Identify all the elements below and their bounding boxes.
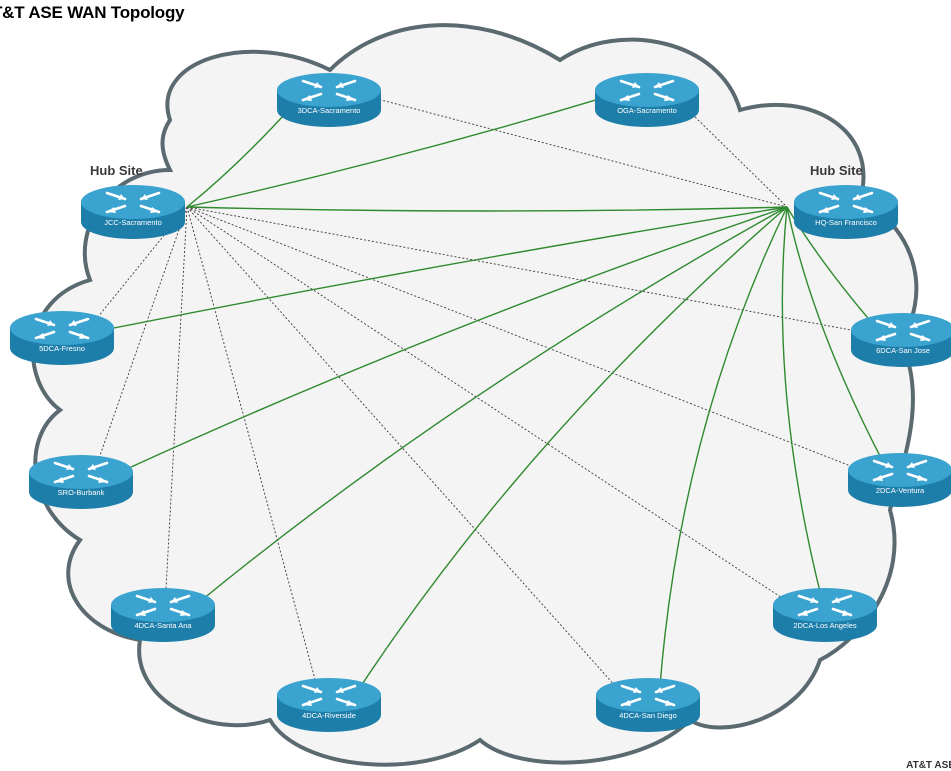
green-link — [186, 96, 605, 208]
dotted-link — [186, 206, 859, 470]
hub-site-label: Hub Site — [90, 163, 143, 178]
router-node[interactable]: HQ-San Francisco — [794, 185, 898, 239]
router-icon — [301, 684, 357, 707]
green-link — [786, 206, 884, 462]
router-label: OGA-Sacramento — [617, 106, 677, 115]
router-node[interactable]: 4DCA-Riverside — [277, 678, 381, 732]
router-label: 3DCA-Sacramento — [298, 106, 361, 115]
wan-cloud — [31, 23, 919, 767]
router-node[interactable]: JCC-Sacramento — [81, 185, 185, 239]
router-top — [10, 311, 114, 345]
router-node[interactable]: 4DCA-Santa Ana — [111, 588, 215, 642]
router-icon — [818, 191, 874, 214]
router-icon — [34, 317, 90, 340]
router-top — [277, 73, 381, 107]
dotted-link — [186, 206, 318, 686]
router-top — [277, 678, 381, 712]
green-link — [121, 206, 788, 472]
router-label: SRO-Burbank — [58, 488, 105, 497]
router-node[interactable]: OGA-Sacramento — [595, 73, 699, 127]
router-icon — [620, 684, 676, 707]
router-top — [29, 455, 133, 489]
green-link — [358, 206, 788, 690]
router-label: 4DCA-San Diego — [619, 711, 677, 720]
router-top — [595, 73, 699, 107]
dotted-link — [371, 97, 788, 208]
router-label: 6DCA-San Jose — [876, 346, 930, 355]
green-link — [186, 206, 788, 212]
router-node[interactable]: 2DCA-Los Angeles — [773, 588, 877, 642]
green-link — [781, 206, 822, 596]
router-icon — [797, 594, 853, 617]
dotted-link — [165, 206, 188, 596]
router-node[interactable]: 3DCA-Sacramento — [277, 73, 381, 127]
router-node[interactable]: SRO-Burbank — [29, 455, 133, 509]
router-node[interactable]: 6DCA-San Jose — [851, 313, 951, 367]
green-link — [199, 206, 788, 603]
router-node[interactable]: 5DCA-Fresno — [10, 311, 114, 365]
router-top — [851, 313, 951, 347]
corner-caption: AT&T ASE — [906, 760, 951, 771]
router-label: HQ-San Francisco — [815, 218, 877, 227]
router-node[interactable]: 2DCA-Ventura — [848, 453, 951, 507]
router-top — [111, 588, 215, 622]
router-icon — [619, 79, 675, 102]
router-top — [848, 453, 951, 487]
router-top — [596, 678, 700, 712]
dotted-link — [96, 206, 188, 464]
router-icon — [875, 319, 931, 342]
router-top — [81, 185, 185, 219]
router-label: 2DCA-Ventura — [876, 486, 925, 495]
router-icon — [301, 79, 357, 102]
router-icon — [105, 191, 161, 214]
router-icon — [872, 459, 928, 482]
diagram-title: T&T ASE WAN Topology — [0, 3, 185, 22]
router-label: 4DCA-Riverside — [302, 711, 356, 720]
router-top — [773, 588, 877, 622]
router-node[interactable]: 4DCA-San Diego — [596, 678, 700, 732]
green-link — [105, 206, 788, 331]
router-icon — [135, 594, 191, 617]
router-label: 2DCA-Los Angeles — [793, 621, 857, 630]
green-link — [659, 206, 788, 686]
router-label: 5DCA-Fresno — [39, 344, 85, 353]
router-top — [794, 185, 898, 219]
router-icon — [53, 461, 109, 484]
router-label: 4DCA-Santa Ana — [134, 621, 192, 630]
dotted-link — [680, 102, 788, 208]
hub-site-label: Hub Site — [810, 163, 863, 178]
router-label: JCC-Sacramento — [104, 218, 162, 227]
